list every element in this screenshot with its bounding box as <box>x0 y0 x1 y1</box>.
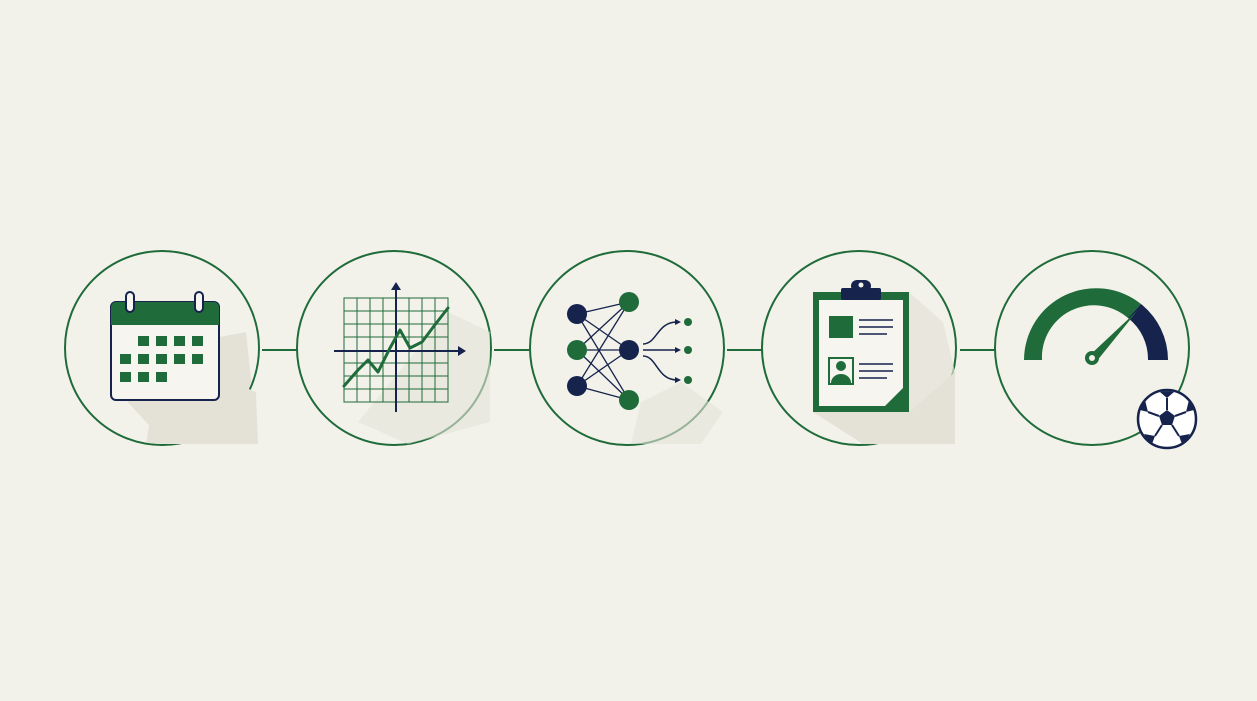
connector-line <box>960 349 996 351</box>
calendar-icon <box>110 291 258 444</box>
step-model <box>529 250 725 446</box>
soccer-ball-icon <box>1136 388 1198 450</box>
neural-network-icon <box>567 292 723 444</box>
connector-line <box>727 349 763 351</box>
connector-line <box>494 349 530 351</box>
step-report <box>761 250 957 446</box>
step-trend <box>296 250 492 446</box>
connector-line <box>262 349 298 351</box>
step-performance <box>994 250 1198 450</box>
step-schedule <box>64 250 260 446</box>
clipboard-report-icon <box>813 280 955 444</box>
gauge-icon <box>1024 288 1168 365</box>
line-chart-icon <box>334 282 490 444</box>
